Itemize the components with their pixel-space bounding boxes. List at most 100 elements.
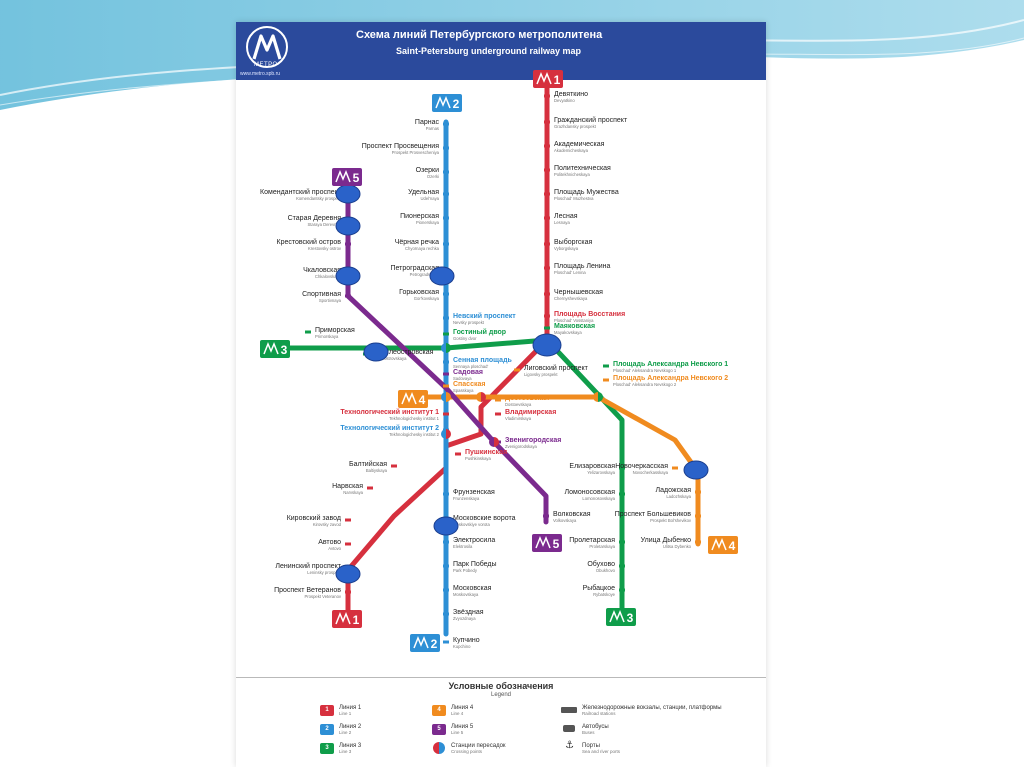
station-label-pushkinskaya: Пушкинская [465, 449, 507, 456]
station-tick-moskovskaya [443, 588, 449, 592]
station-label-mayakovskaya: Маяковская [554, 323, 595, 330]
station-label-nevsky: Невский проспект [453, 312, 516, 320]
legend-line1-badge: 1 [320, 705, 334, 716]
station-label-sportivnaya: Спортивная [302, 291, 341, 298]
station-tick-pan2 [603, 378, 609, 382]
legend-transfer-icon [433, 742, 445, 754]
station-label-tech1: Технологический институт 1 [340, 408, 439, 416]
line-badge-label-b4e: 4 [729, 539, 736, 553]
station-label-lesnaya: Лесная [554, 213, 578, 220]
station-label-en-nevsky: Nevsky prospekt [453, 320, 485, 325]
station-label-en-lomonosovskaya: Lomonosovskaya [582, 496, 615, 501]
station-tick-ladozhskaya [695, 490, 701, 494]
station-label-obukhovo: Обухово [587, 560, 615, 568]
station-tick-nevsky [443, 316, 449, 320]
station-label-pionerskaya: Пионерская [400, 213, 439, 220]
metro-m-icon-b1s [335, 612, 351, 625]
station-label-volkovskaya: Волковская [553, 511, 591, 518]
station-tick-sennaya [443, 360, 449, 364]
transfer-node-2-b [446, 429, 451, 439]
station-label-vyborgskaya: Выборгская [554, 238, 593, 246]
station-label-en-pushkinskaya: Pushkinskaya [465, 456, 492, 461]
station-tick-gorkovskaya [443, 292, 449, 296]
station-label-zvenigorodskaya: Звенигородская [505, 437, 561, 444]
highlight-marker-8 [335, 564, 361, 584]
station-label-chkalovskaya: Чкаловская [303, 267, 341, 274]
station-tick-parnas [443, 122, 449, 126]
map-header: МЕТРО www.metro.spb.ru Схема линий Петер… [236, 22, 766, 80]
station-label-gorkovskaya: Горьковская [399, 289, 439, 296]
station-label-en-prosveshcheniya: Prospekt Prosvescheniya [392, 150, 440, 155]
station-label-sennaya: Сенная площадь [453, 357, 513, 364]
station-tick-ozerki [443, 170, 449, 174]
station-label-en-pionerskaya: Pionerskaya [416, 220, 440, 225]
logo-caption: МЕТРО [254, 62, 278, 68]
station-tick-chernyshevskaya [544, 292, 550, 296]
station-tick-prosveshcheniya [443, 146, 449, 150]
line-badge-label-b2s: 2 [431, 637, 438, 651]
station-label-tech2: Технологический институт 2 [340, 424, 439, 432]
station-tick-lomonosovskaya [619, 492, 625, 496]
station-tick-spasskaya [443, 384, 449, 388]
station-tick-lesnaya [544, 216, 550, 220]
station-label-bolshevikov: Проспект Большевиков [615, 511, 692, 518]
station-label-kupchino: Купчино [453, 637, 480, 644]
highlight-marker-0 [335, 184, 361, 204]
station-label-spasskaya: Спасская [453, 381, 485, 388]
station-label-proletarskaya: Пролетарская [569, 537, 615, 544]
station-label-rybatskoye: Рыбацкое [583, 584, 615, 592]
station-tick-pan1 [603, 364, 609, 368]
station-label-elizarovskaya: Елизаровская [569, 463, 615, 470]
station-label-en-staraya: Staraya Derevnya [307, 222, 341, 227]
station-label-en-ligovsky: Ligovsky prospekt [524, 372, 558, 377]
station-label-en-gorkovskaya: Gor'kovskaya [414, 296, 440, 301]
station-label-elektrosila: Электросила [453, 537, 495, 544]
station-label-petrogradskaya: Петроградская [390, 265, 439, 272]
station-label-leninsky: Ленинский проспект [275, 562, 341, 570]
station-label-krestovsky: Крестовский остров [277, 238, 342, 246]
station-label-moskvorota: Московские ворота [453, 515, 516, 522]
station-label-novocherkasskaya: Новочеркасская [615, 463, 668, 470]
highlight-marker-1 [335, 216, 361, 236]
station-tick-avtovo [345, 542, 351, 546]
station-tick-elektrosila [443, 540, 449, 544]
station-label-en-mayakovskaya: Mayakovskaya [554, 330, 582, 335]
station-tick-elizarovskaya [619, 466, 625, 470]
station-tick-devyatkino [544, 94, 550, 98]
station-label-lomonosovskaya: Ломоносовская [565, 489, 616, 496]
metro-m-icon-b4w [401, 392, 417, 405]
station-label-sadovaya: Садовая [453, 369, 483, 376]
station-label-en-parkpobedy: Park Pobedy [453, 568, 478, 573]
line-badge-label-b5s: 5 [553, 537, 560, 551]
station-label-en-sadovaya: Sadovaya [453, 376, 472, 381]
station-tick-tech1 [443, 412, 449, 416]
metro-m-icon-b3s [609, 610, 625, 623]
station-label-gostiny: Гостиный двор [453, 328, 506, 336]
line3-route [278, 337, 625, 621]
station-label-en-obukhovo: Obukhovo [596, 568, 616, 573]
station-label-politekh: Политехническая [554, 165, 611, 172]
station-label-en-dybenko: Ulitsa Dybenko [663, 544, 692, 549]
station-label-en-muzhestva: Ploschad' Muzhestva [554, 196, 594, 201]
station-label-vladimirskaya: Владимирская [505, 409, 556, 416]
station-label-veteranov: Проспект Ветеранов [274, 587, 341, 594]
station-label-kirovsky: Кировский завод [287, 514, 341, 522]
station-label-en-chkalovskaya: Chkalovskaya [315, 274, 342, 279]
station-label-en-dostoevskaya: Dostoevskaya [505, 402, 532, 407]
station-label-grazhdansky: Гражданский проспект [554, 116, 628, 124]
station-label-en-zvenigorodskaya: Zvenigorodskaya [505, 444, 538, 449]
transfer-node-4-a [489, 437, 494, 447]
station-tick-pushkinskaya [455, 452, 461, 456]
legend-rail: Железнодорожные вокзалы, станции, платфо… [582, 705, 722, 716]
station-label-en-lenina: Ploschad' Lenina [554, 270, 586, 275]
line4-route [408, 394, 701, 547]
station-label-en-novocherkasskaya: Novocherkasskaya [633, 470, 669, 475]
metro-logo [246, 26, 288, 68]
station-tick-parkpobedy [443, 564, 449, 568]
station-label-en-elizarovskaya: Yelizarovskaya [587, 470, 615, 475]
line-badge-label-b1s: 1 [353, 613, 360, 627]
metro-map: МЕТРО www.metro.spb.ru Схема линий Петер… [236, 22, 766, 767]
metro-m-icon-b5 [335, 170, 351, 183]
